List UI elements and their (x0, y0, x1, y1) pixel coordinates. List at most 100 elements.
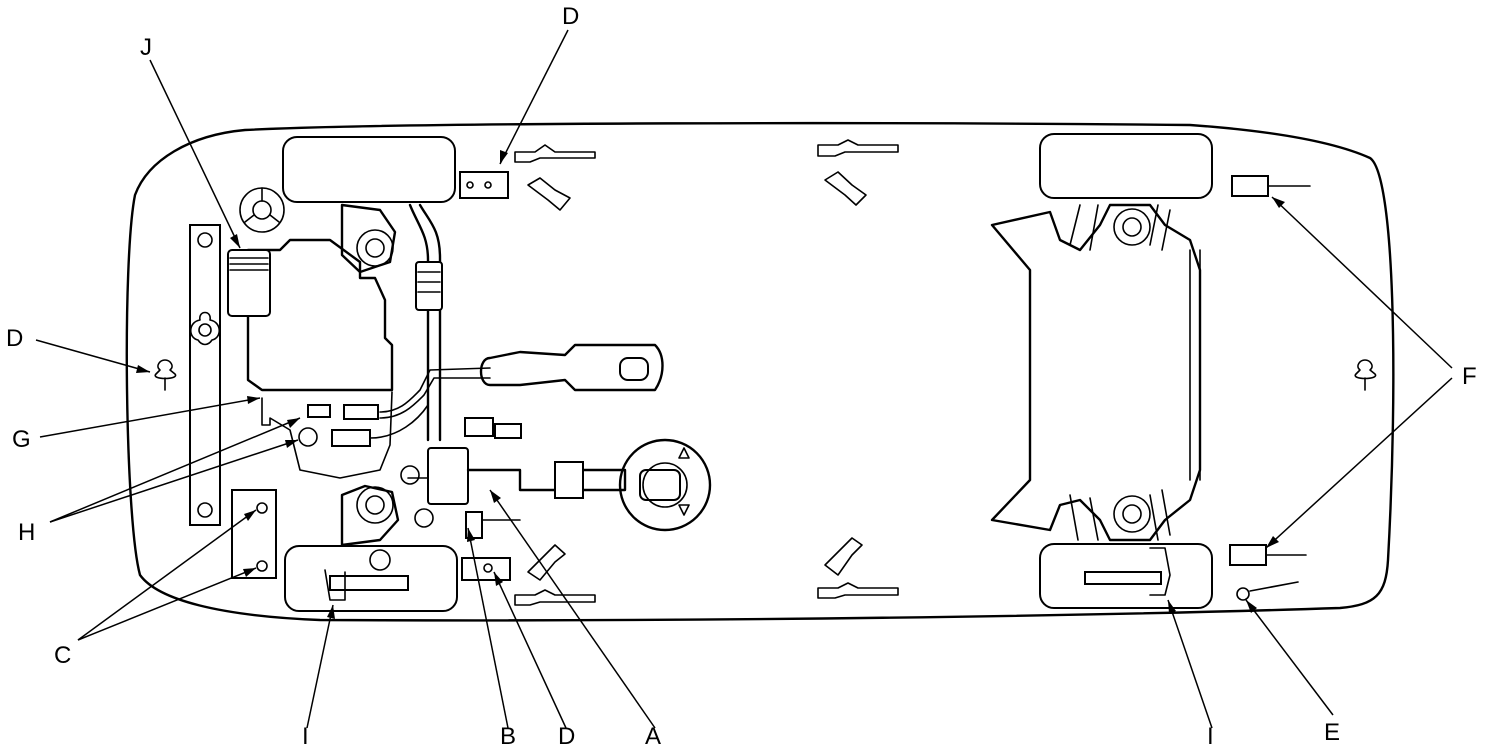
leader-h1-arrow (287, 418, 300, 428)
front-right-knuckle (340, 484, 400, 547)
leader-h2 (49, 439, 299, 523)
front-lower-arm (329, 575, 409, 591)
front-left-hub-inner (365, 238, 385, 258)
connector-h1 (343, 404, 379, 420)
front-lower-arm-link (324, 569, 346, 601)
bar-mount-hole (198, 323, 212, 337)
front-stud-bottom (527, 544, 566, 581)
bar-bolt-bottom (197, 502, 213, 518)
rear-left-hub-inner (1122, 217, 1142, 237)
label-c: C (54, 642, 71, 669)
front-clip-bottom (514, 589, 596, 606)
bar-bolt-top (197, 232, 213, 248)
leader-b-arrow (467, 528, 475, 542)
leader-lines (35, 29, 1453, 729)
front-stud-top (527, 177, 571, 211)
label-i-rear: I (1207, 723, 1214, 746)
muffler-inlet (619, 357, 649, 381)
label-a: A (645, 723, 661, 746)
wire-harness-2 (379, 377, 491, 419)
front-right-lower-joint (369, 549, 391, 571)
bracket-c-hole-bottom (256, 560, 268, 572)
leader-d-top-arrow (500, 150, 508, 164)
leader-j (149, 59, 241, 249)
ground-bracket-bottom (461, 557, 511, 581)
connector-g (307, 404, 331, 418)
steering-joint (554, 461, 584, 499)
label-d-left: D (6, 325, 23, 352)
component-j (227, 249, 271, 317)
steering-arrow-down (678, 504, 690, 516)
leader-f2 (1265, 377, 1453, 549)
leader-d-bottom-arrow (494, 572, 503, 586)
rear-right-hub-inner (1122, 504, 1142, 524)
steering-arrow-up (678, 447, 690, 459)
front-left-hub (356, 229, 394, 267)
connector-f-top (1231, 175, 1269, 197)
sensor-e (1236, 587, 1250, 601)
ground-bracket-top-hole-1 (466, 181, 474, 189)
leader-h1 (49, 417, 301, 523)
vehicle-outline (125, 121, 1395, 622)
front-left-tire (282, 136, 456, 203)
exhaust-pipe-2 (418, 203, 442, 442)
rear-left-hub (1113, 208, 1151, 246)
leader-c2 (77, 567, 257, 641)
bracket-c-hole-top (256, 502, 268, 514)
catalytic-converter (415, 261, 443, 311)
bar-mount-boss (189, 311, 221, 346)
oil-pan (261, 391, 393, 479)
leader-f1-arrow (1272, 197, 1285, 208)
steering-wheel-hub (642, 462, 688, 508)
rear-spring-bottom (1069, 489, 1171, 541)
sensor-e-rod (1249, 581, 1299, 592)
leader-a (489, 489, 656, 729)
rear-right-hub (1113, 495, 1151, 533)
ground-bracket-top (459, 171, 509, 199)
wire-harness-3 (369, 404, 429, 439)
leader-e (1245, 599, 1334, 716)
leader-b (467, 527, 509, 729)
steering-mount (400, 465, 420, 485)
label-h: H (18, 519, 35, 546)
leader-f1 (1271, 196, 1453, 369)
wire-harness-1 (379, 367, 491, 413)
label-e: E (1324, 719, 1340, 746)
rear-left-tire (1039, 133, 1213, 199)
pulley-spoke-3 (269, 214, 280, 223)
rear-lower-arm (1084, 571, 1162, 585)
connector-a-small (494, 423, 522, 439)
leader-d-top (499, 29, 569, 165)
engine-block (246, 238, 394, 392)
leader-i-rear (1167, 599, 1213, 729)
leader-c1 (77, 509, 257, 641)
leader-i-front (306, 604, 334, 729)
exhaust-muffler (479, 343, 664, 392)
connector-f-bottom (1229, 544, 1267, 566)
rear-spring-top (1069, 204, 1171, 251)
exhaust-pipe (408, 203, 430, 442)
steering-mount-2 (414, 508, 434, 528)
pulley-hub (252, 200, 272, 220)
leader-c1-arrow (244, 510, 256, 521)
connector-h-round (298, 427, 318, 447)
label-d-bottom: D (558, 723, 575, 746)
steering-column (466, 468, 627, 492)
leader-c2-arrow (243, 568, 256, 577)
mid-stud-bottom (824, 537, 863, 576)
pulley-spoke-2 (244, 214, 255, 223)
leader-d-bottom (493, 571, 567, 729)
front-right-hub (356, 486, 394, 524)
steering-shaft-end (639, 469, 681, 501)
leader-j-arrow (230, 234, 240, 248)
label-j-top: J (140, 34, 152, 61)
bracket-c-plate (231, 489, 277, 579)
leader-g-arrow (247, 396, 260, 404)
leader-a-arrow (490, 490, 501, 503)
connector-h2 (331, 429, 371, 447)
front-body-mount (154, 359, 177, 380)
label-f: F (1462, 363, 1477, 390)
ground-bracket-top-hole-2 (484, 181, 492, 189)
leader-d-left (35, 339, 151, 373)
